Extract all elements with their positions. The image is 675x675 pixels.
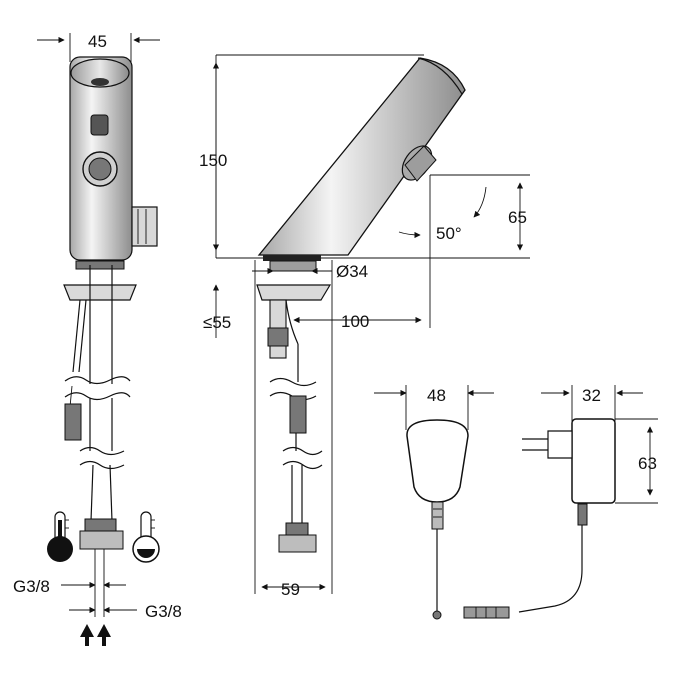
thermometer-hot-icon bbox=[47, 511, 73, 562]
thread-left-label: G3/8 bbox=[13, 577, 50, 596]
control-module-view: 48 bbox=[374, 385, 494, 620]
projection-label: 100 bbox=[341, 312, 369, 331]
clamping-depth-label: ≤55 bbox=[203, 313, 231, 332]
thread-right-label: G3/8 bbox=[145, 602, 182, 621]
sensor-height-label: 65 bbox=[508, 208, 527, 227]
top-sensor-cap bbox=[70, 58, 130, 88]
spray-angle-label: 50° bbox=[436, 224, 462, 243]
side-view: 150 65 50° Ø34 ≤55 100 bbox=[199, 54, 530, 599]
front-sensor-plug bbox=[64, 403, 82, 441]
base-diameter-label: Ø34 bbox=[336, 262, 368, 281]
power-adapter-body bbox=[571, 418, 616, 504]
base-width-label: 59 bbox=[281, 580, 300, 599]
front-supply-hoses bbox=[84, 518, 117, 532]
front-base-plate bbox=[75, 260, 125, 270]
side-sensor-plug bbox=[289, 395, 307, 434]
thermometer-cold-icon bbox=[132, 511, 160, 563]
adapter-width-label: 32 bbox=[582, 386, 601, 405]
adapter-height-label: 63 bbox=[638, 454, 657, 473]
module-cable-end bbox=[432, 610, 442, 620]
module-width-label: 48 bbox=[427, 386, 446, 405]
front-width-label: 45 bbox=[88, 32, 107, 51]
up-arrow-icon bbox=[80, 624, 111, 646]
front-view: 45 bbox=[13, 32, 182, 646]
faucet-body-side bbox=[257, 57, 466, 256]
side-connector bbox=[131, 206, 158, 247]
power-adapter-view: 32 63 bbox=[463, 385, 658, 619]
side-base-plate bbox=[263, 255, 321, 261]
top-sensor-window-icon bbox=[91, 78, 109, 86]
height-label: 150 bbox=[199, 151, 227, 170]
control-module-body bbox=[406, 419, 469, 503]
front-sensor-window-icon bbox=[90, 114, 109, 136]
adapter-plug bbox=[463, 606, 510, 619]
